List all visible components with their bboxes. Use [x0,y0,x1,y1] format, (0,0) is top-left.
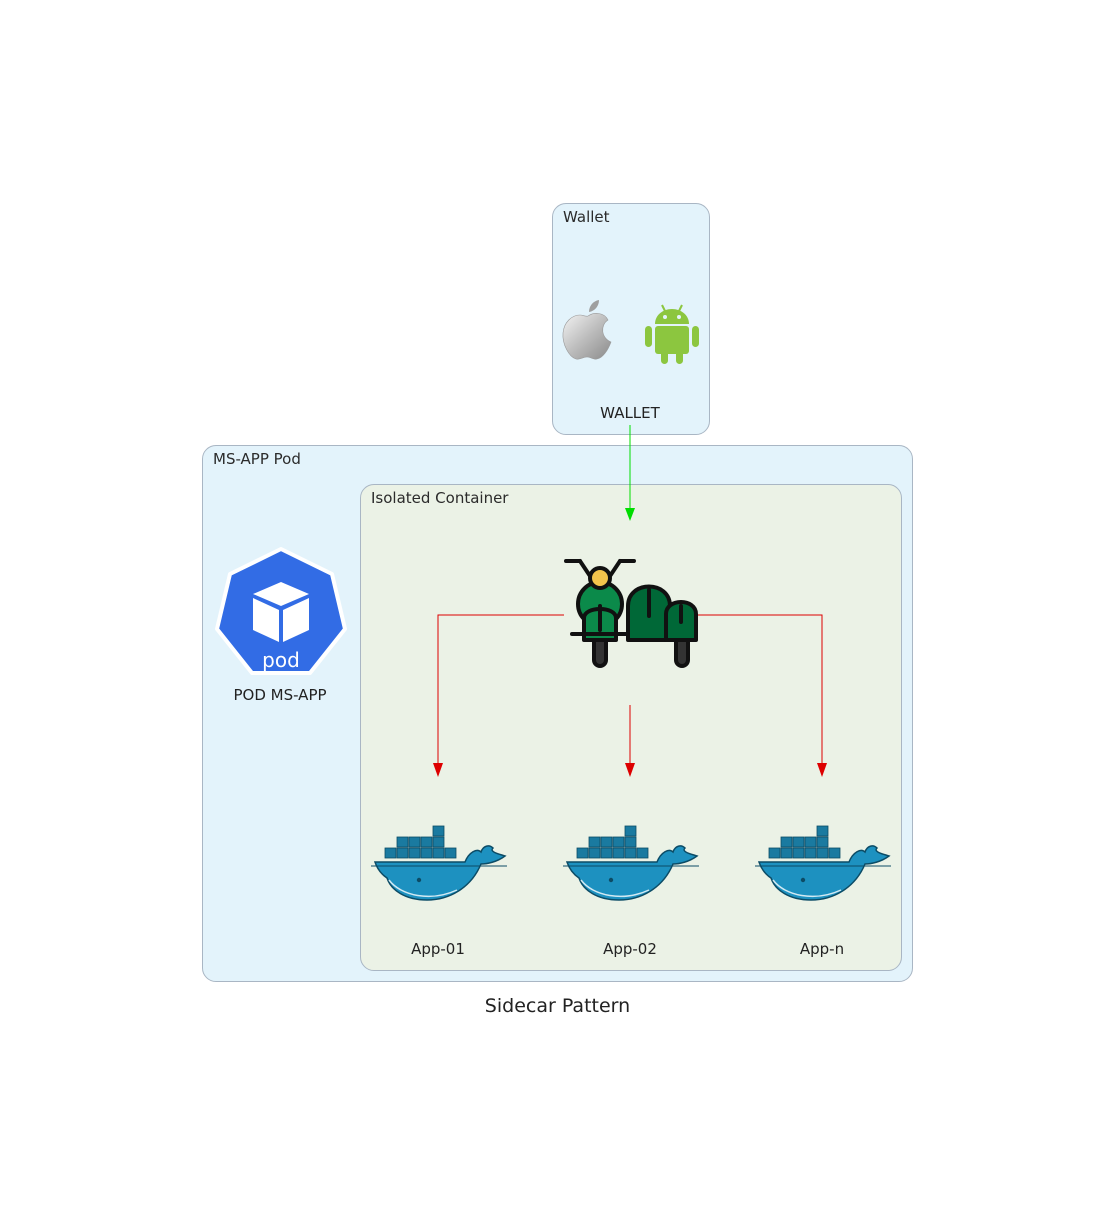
pod-icon-text: pod [262,648,300,672]
docker-icon [755,825,891,901]
android-icon [645,304,699,364]
appn-node-label: App-n [799,940,845,958]
edge-sidecar-app1 [433,614,564,777]
wallet-node-label: WALLET [600,404,660,422]
docker-icon [371,825,507,901]
kubernetes-pod-icon: pod [215,547,347,675]
edge-sidecar-appn [697,614,827,777]
pod-cluster-label: MS-APP Pod [213,450,301,468]
pod-node-label: POD MS-APP [233,686,327,704]
edge-sidecar-app2 [625,705,635,777]
container-cluster-label: Isolated Container [371,489,509,507]
docker-icon [563,825,699,901]
edge-wallet-sidecar [625,425,635,521]
apple-icon [562,300,612,360]
diagram-caption: Sidecar Pattern [484,995,631,1017]
app2-node-label: App-02 [603,940,657,958]
app1-node-label: App-01 [411,940,465,958]
sidecar-motorcycle-icon [564,559,698,668]
wallet-cluster-label: Wallet [563,208,610,226]
